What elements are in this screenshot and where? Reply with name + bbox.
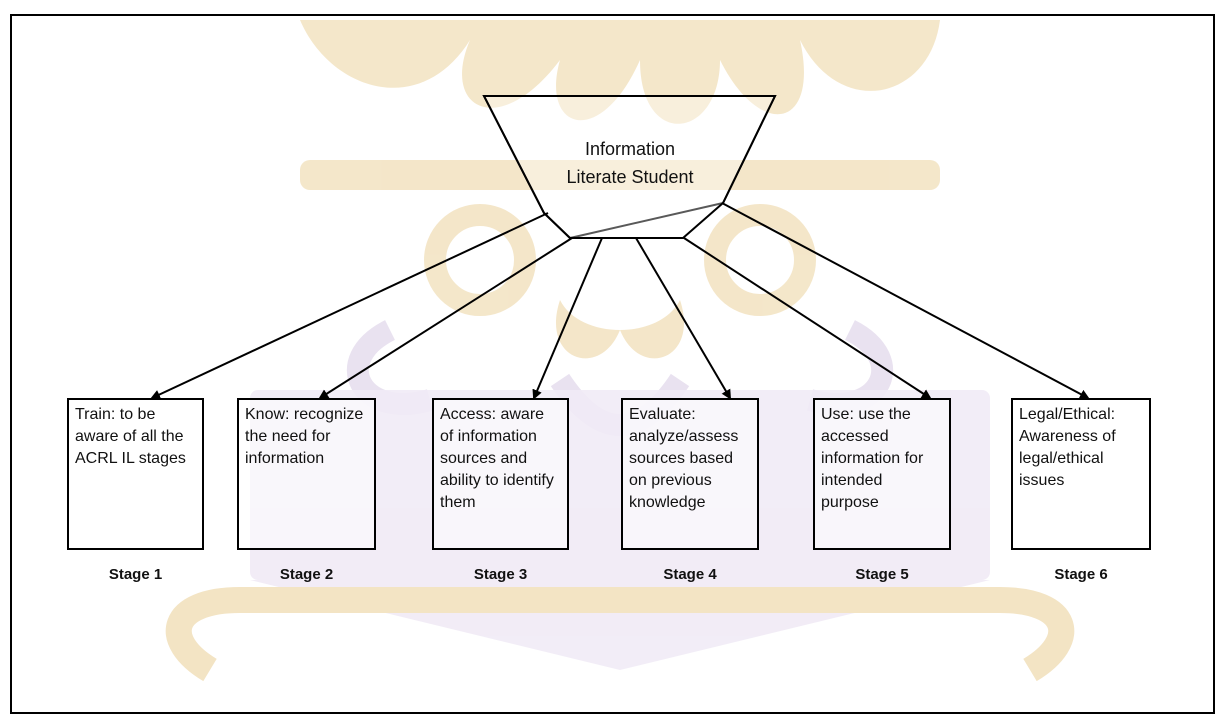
stage-2-label: Stage 2: [279, 566, 334, 583]
stage-6-text: Legal/Ethical: Awareness of legal/ethica…: [1019, 406, 1116, 489]
stage-5-label: Stage 5: [855, 566, 909, 583]
stage-2-text: Know: recognize the need for information: [245, 406, 364, 467]
arrow-to-stage-4: [635, 237, 732, 400]
stage-4-text: Evaluate: analyze/assess sources based o…: [629, 406, 739, 511]
stage-1-box: Train: to be aware of all the ACRL IL st…: [67, 398, 204, 550]
stage-6-box: Legal/Ethical: Awareness of legal/ethica…: [1011, 398, 1151, 550]
connector-layer: [150, 95, 1090, 400]
center-node-line-2: Literate Student: [566, 167, 694, 187]
stage-5-text: Use: use the accessed information for in…: [821, 406, 924, 511]
center-node-line-1: Information: [584, 139, 676, 159]
stage-3-box: Access: aware of information sources and…: [432, 398, 569, 550]
arrow-to-stage-6: [721, 202, 1090, 399]
stage-3-label: Stage 3: [473, 566, 528, 583]
arrow-to-stage-1: [150, 212, 549, 400]
stage-4-label: Stage 4: [663, 566, 717, 583]
arrow-to-stage-3: [532, 237, 603, 400]
stage-6-label: Stage 6: [1054, 566, 1108, 583]
arrow-to-stage-5: [683, 237, 932, 400]
stage-3-text: Access: aware of information sources and…: [440, 406, 554, 511]
stage-5-box: Use: use the accessed information for in…: [813, 398, 951, 550]
stage-4-box: Evaluate: analyze/assess sources based o…: [621, 398, 759, 550]
center-node-label: Information Literate Student: [520, 135, 740, 191]
stage-1-label: Stage 1: [108, 566, 163, 583]
stage-1-text: Train: to be aware of all the ACRL IL st…: [75, 406, 186, 467]
arrow-to-stage-2: [318, 237, 573, 400]
stage-2-box: Know: recognize the need for information: [237, 398, 376, 550]
